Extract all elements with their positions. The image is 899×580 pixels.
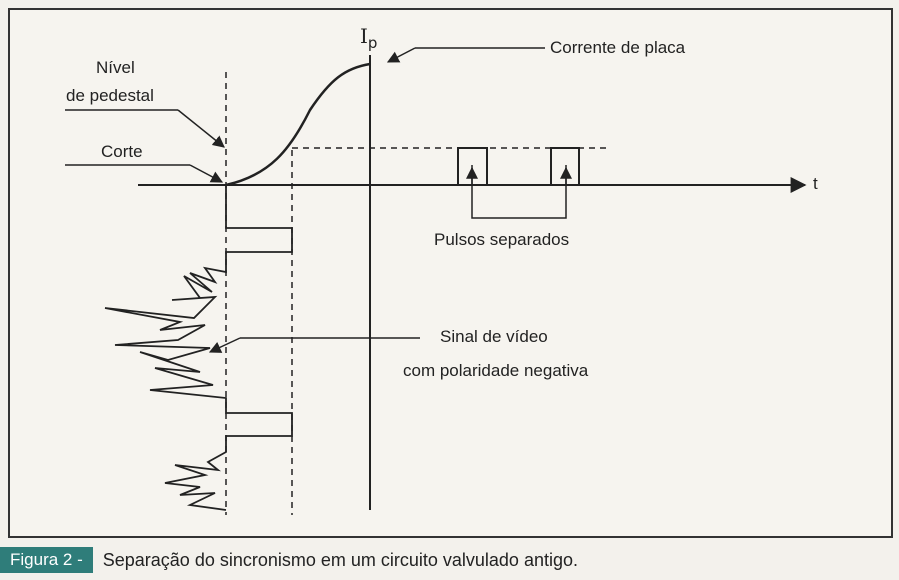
t-axis-label: t: [813, 174, 818, 193]
pedestal-arrow: [177, 109, 225, 148]
nivel-label-line2: de pedestal: [66, 86, 154, 105]
nivel-label-line1: Nível: [96, 58, 135, 77]
corrente-arrow: [386, 47, 416, 63]
video-signal-waveform: [104, 185, 293, 511]
figure-frame: [8, 8, 893, 538]
figure-caption: Figura 2 - Separação do sincronismo em u…: [0, 545, 578, 575]
corrente-label: Corrente de placa: [550, 38, 686, 57]
figure-number-badge: Figura 2 -: [0, 547, 93, 573]
sync-pulse-2: [550, 147, 580, 185]
plate-current-curve: [225, 62, 371, 187]
sinal-label-line1: Sinal de vídeo: [440, 327, 548, 346]
pulsos-label: Pulsos separados: [434, 230, 570, 249]
figure-caption-text: Separação do sincronismo em um circuito …: [102, 549, 578, 570]
sinal-label-line2: com polaridade negativa: [403, 361, 589, 380]
ip-main: I: [360, 24, 368, 48]
pulsos-bracket: [471, 165, 567, 219]
ip-sub: p: [367, 34, 378, 52]
sinal-arrow: [208, 337, 241, 353]
corte-label: Corte: [101, 142, 143, 161]
ip-label: Ip: [360, 24, 377, 52]
sync-pulse-1: [457, 147, 488, 185]
corte-arrow: [189, 164, 224, 183]
